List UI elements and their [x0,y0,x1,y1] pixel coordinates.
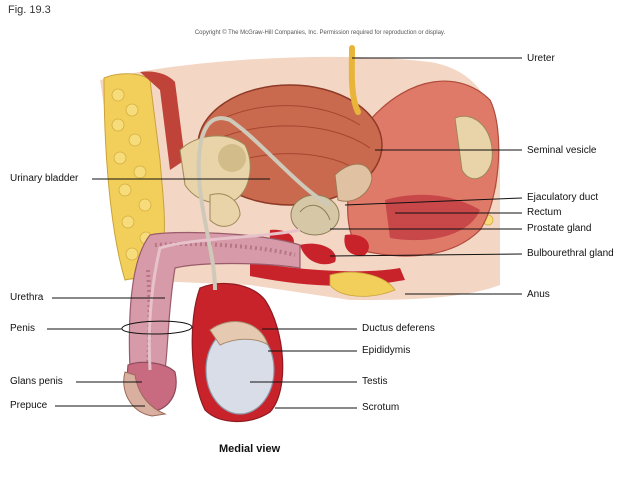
label-ejaculatory-duct: Ejaculatory duct [527,192,599,203]
label-scrotum: Scrotum [362,402,400,413]
copyright-notice: Copyright © The McGraw-Hill Companies, I… [194,30,446,36]
prepuce [123,371,167,417]
label-rectum: Rectum [527,207,562,218]
label-urinary-bladder: Urinary bladder [10,173,79,184]
figure-number: Fig. 19.3 [8,4,51,16]
pubic-bone-lower [209,193,241,227]
leader-lines [47,57,523,409]
label-bulbourethral-gland: Bulbourethral gland [527,248,614,259]
label-ductus-deferens: Ductus deferens [362,323,435,334]
label-epididymis: Epididymis [362,345,411,356]
bulbourethral-fat [329,271,396,297]
label-anus: Anus [527,289,550,300]
label-prepuce: Prepuce [10,400,48,411]
label-prostate-gland: Prostate gland [527,223,592,234]
epididymis [209,321,270,347]
figure-caption: Medial view [219,443,281,455]
seminal-vesicle [334,163,373,202]
urethra [147,228,301,371]
label-ureter: Ureter [527,53,555,64]
label-glans-penis: Glans penis [10,376,63,387]
label-urethra: Urethra [10,292,44,303]
ureter [348,45,361,115]
ductus-deferens [196,116,331,291]
sacral-bone [454,115,493,180]
label-testis: Testis [362,376,388,387]
label-seminal-vesicle: Seminal vesicle [527,145,597,156]
label-penis: Penis [10,323,36,334]
abdominal-muscle [140,71,185,170]
